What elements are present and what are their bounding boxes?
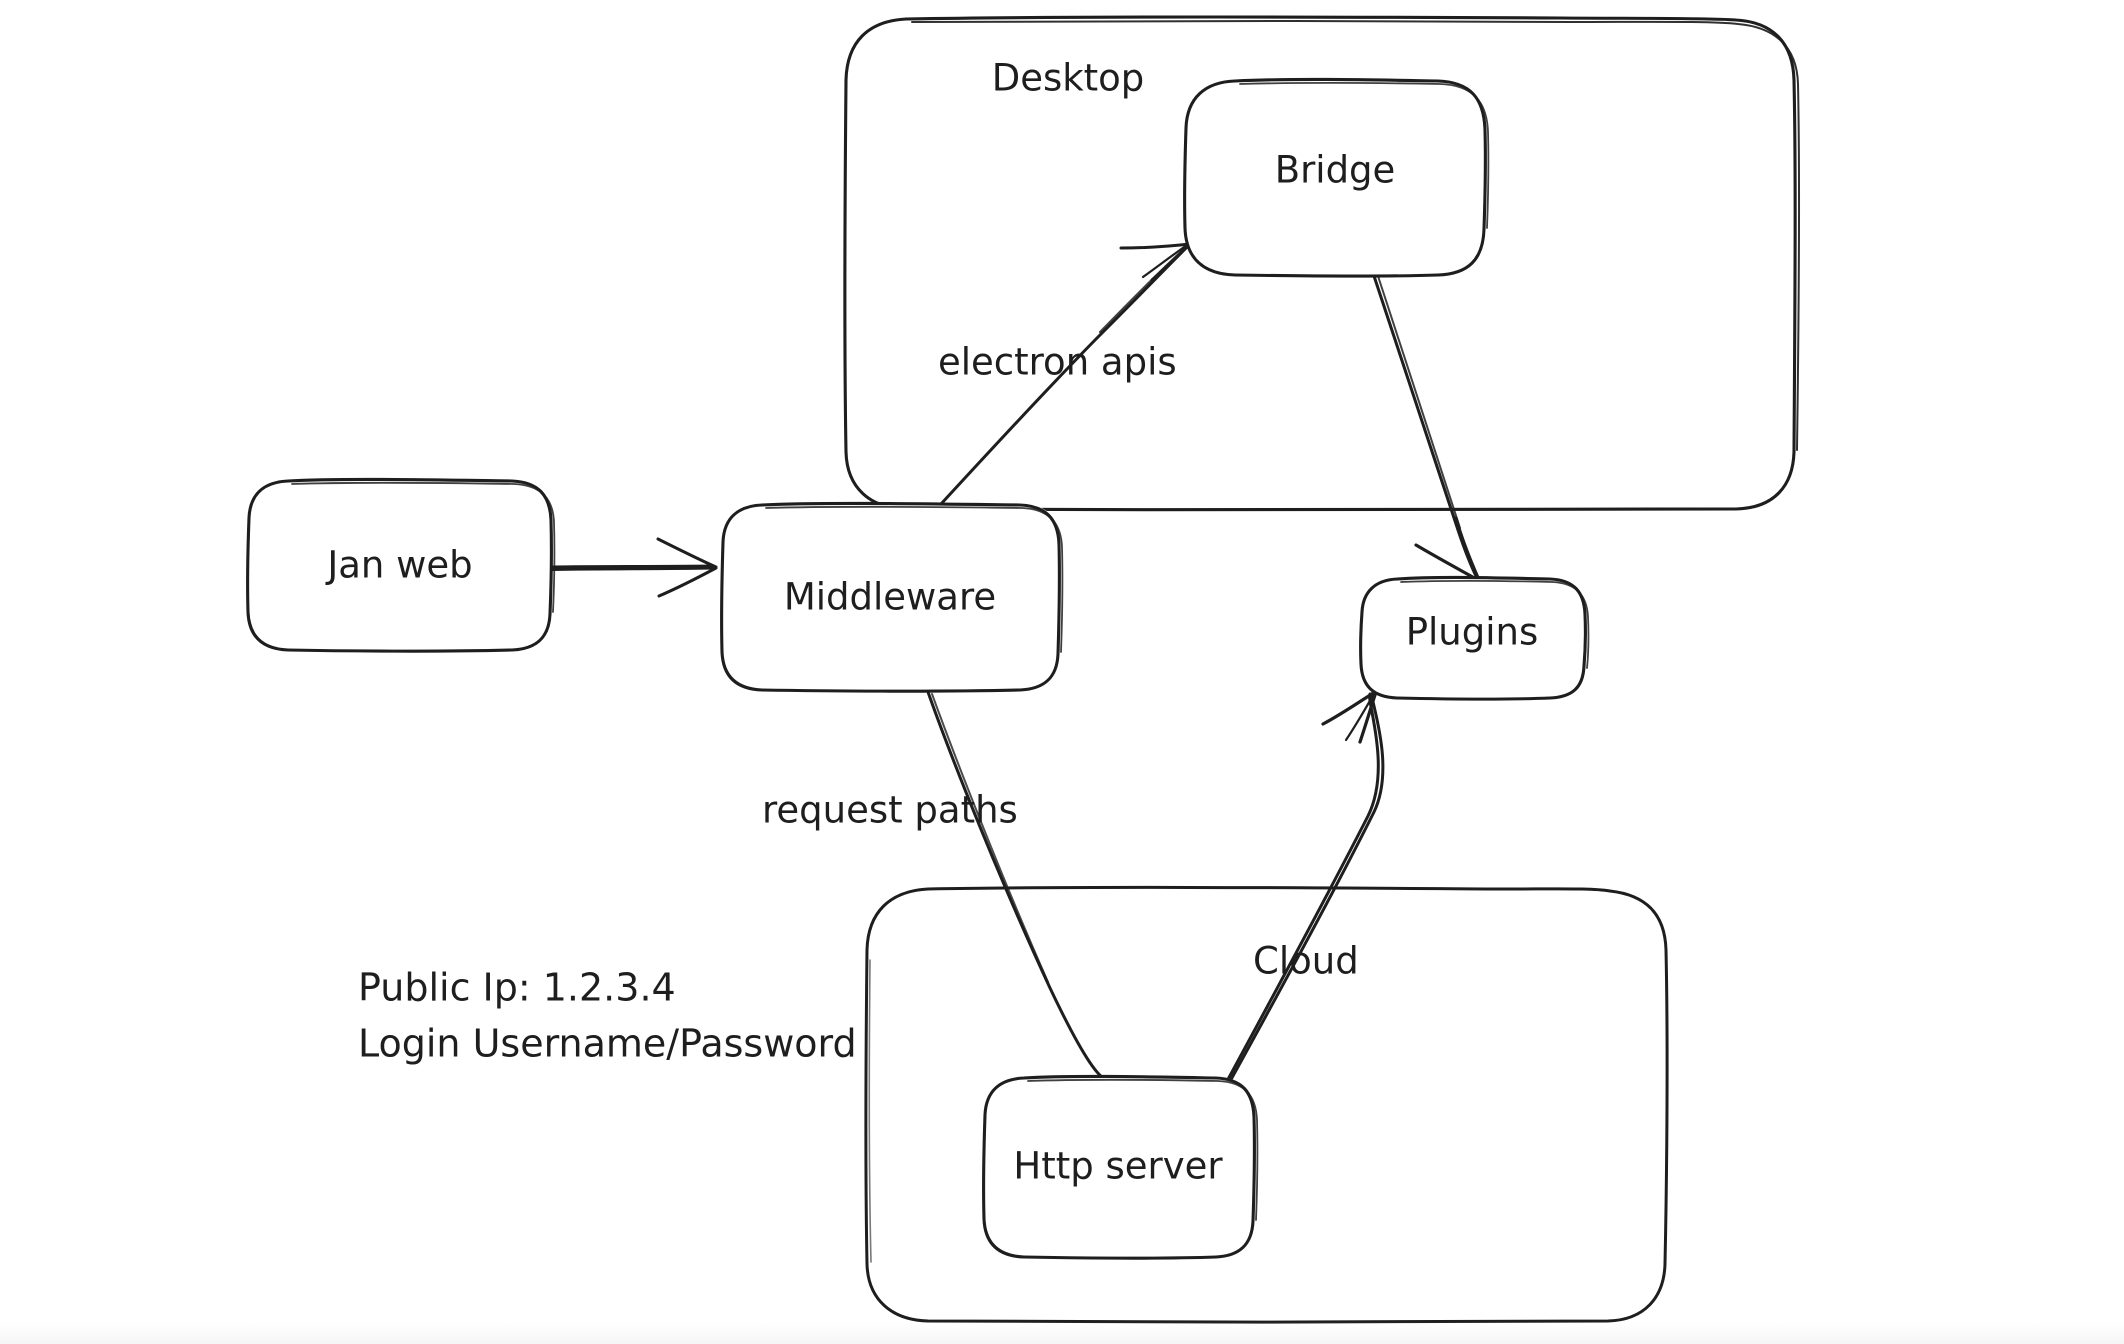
note-line-public-ip: Public Ip: 1.2.3.4 [358,966,676,1010]
note-public-ip: Public Ip: 1.2.3.4 Login Username/Passwo… [358,966,857,1066]
node-label-middleware: Middleware [784,576,996,619]
note-line-login: Login Username/Password [358,1022,857,1066]
node-plugins[interactable]: Plugins [1359,575,1590,701]
group-label-desktop: Desktop [992,57,1145,100]
edge-http-server-to-plugins[interactable] [1224,690,1385,1087]
edge-label-electron-apis: electron apis [938,341,1177,384]
node-jan-web[interactable]: Jan web [246,477,556,653]
node-label-http-server: Http server [1013,1145,1223,1188]
edge-middleware-to-bridge[interactable]: electron apis [928,241,1193,518]
node-label-bridge: Bridge [1275,149,1396,192]
edge-middleware-to-http-server[interactable]: request paths [762,690,1109,1082]
group-label-cloud: Cloud [1253,940,1359,983]
node-bridge[interactable]: Bridge [1183,77,1490,278]
node-label-jan-web: Jan web [325,544,472,587]
node-http-server[interactable]: Http server [982,1074,1259,1260]
node-label-plugins: Plugins [1406,611,1539,654]
edge-label-request-paths: request paths [762,789,1018,832]
node-middleware[interactable]: Middleware [720,501,1064,693]
edge-jan-web-to-middleware[interactable] [551,537,718,598]
